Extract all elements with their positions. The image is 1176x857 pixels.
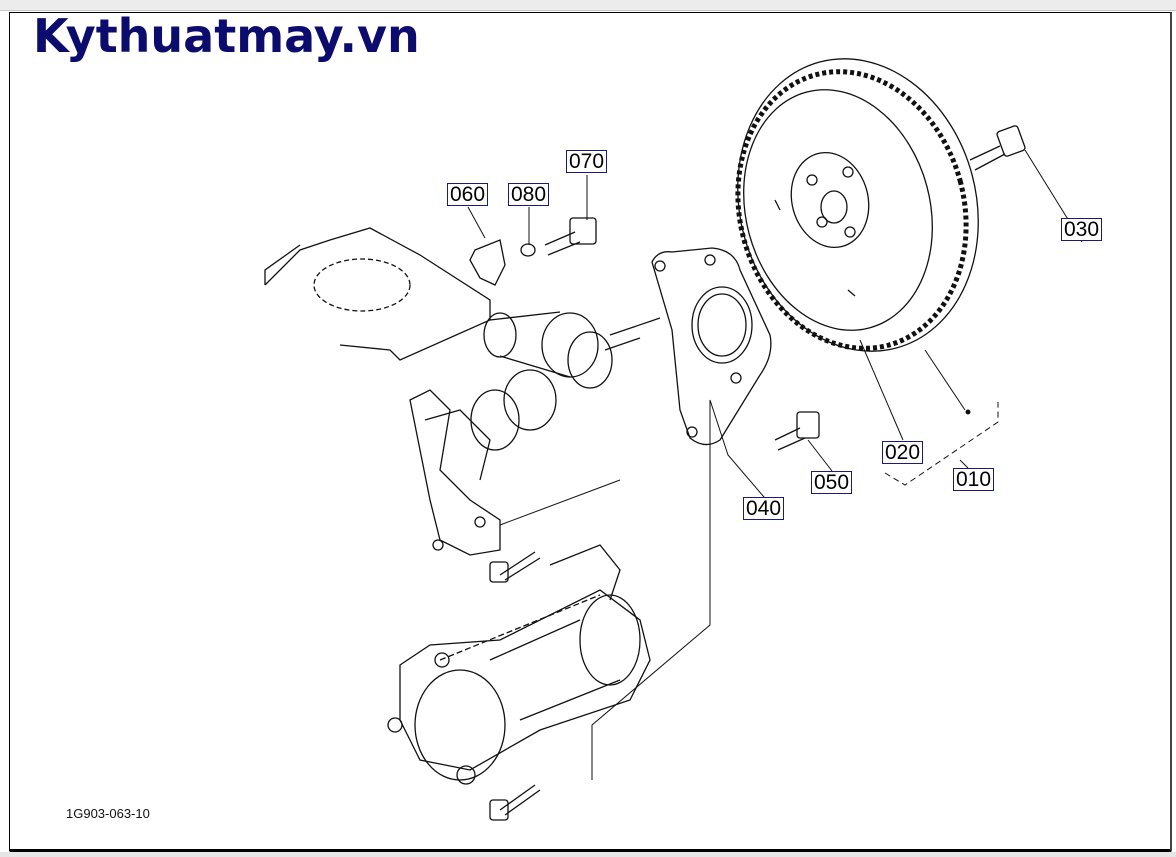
- leader-lines: [467, 149, 1083, 780]
- part-label-040[interactable]: 040: [743, 497, 785, 520]
- part-label-080[interactable]: 080: [508, 183, 550, 206]
- part-label-020[interactable]: 020: [882, 441, 924, 464]
- flywheel: [735, 58, 979, 352]
- part-label-030[interactable]: 030: [1061, 218, 1103, 241]
- site-logo: Kythuatmay.vn: [33, 9, 420, 63]
- end-plate: [651, 247, 772, 446]
- diagram-code: 1G903-063-10: [66, 806, 150, 821]
- bolts: [469, 125, 1026, 821]
- part-label-070[interactable]: 070: [566, 150, 608, 173]
- window-top-bar: [0, 0, 1176, 11]
- starter-motor: [387, 544, 651, 785]
- engine-block: [264, 227, 501, 556]
- part-label-050[interactable]: 050: [811, 471, 853, 494]
- crankshaft: [470, 311, 661, 451]
- window-bottom-bar: [0, 852, 1176, 857]
- part-label-010[interactable]: 010: [953, 468, 995, 491]
- part-label-060[interactable]: 060: [447, 183, 489, 206]
